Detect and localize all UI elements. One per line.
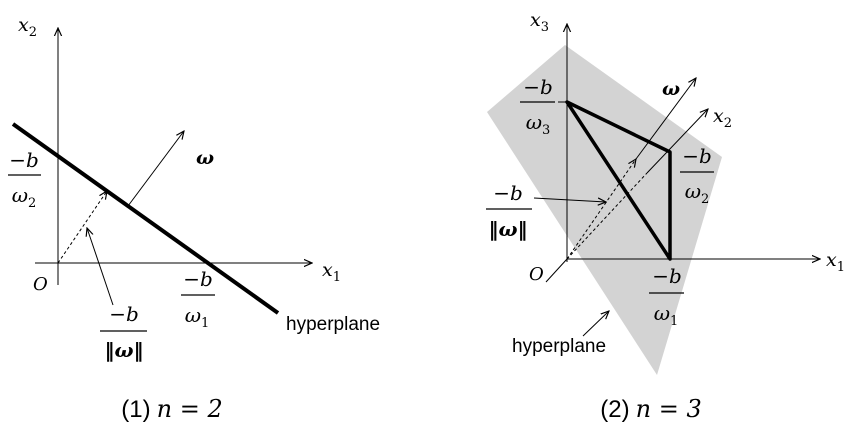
distance-fraction: −b ‖ω‖	[486, 181, 532, 241]
panel-2d: x2 x1 O ω −b ω2 −b ω1 −b ‖ω‖ hyperplane …	[8, 14, 380, 423]
x1-axis-label: x1	[826, 249, 845, 275]
distance-pointer	[87, 228, 114, 306]
origin-label: O	[33, 274, 48, 295]
hyperplane-line	[11, 122, 280, 315]
x2-axis-label: x2	[713, 105, 732, 131]
hyperplane-label: hyperplane	[512, 336, 606, 357]
x2-axis-label: x2	[18, 14, 37, 40]
distance-arrow	[57, 191, 107, 264]
intercept-triangle	[565, 100, 672, 261]
svg-text:ω2: ω2	[685, 179, 710, 207]
x2-intercept-fraction: −b ω2	[680, 144, 714, 207]
distance-pointer	[533, 198, 606, 202]
caption-n2: (1)n = 2	[121, 395, 222, 423]
x2-axis-tail	[545, 258, 568, 283]
svg-text:ω3: ω3	[526, 110, 551, 138]
x2-intercept-fraction: −b ω2	[8, 148, 41, 211]
svg-text:ω2: ω2	[12, 183, 37, 211]
svg-text:−b: −b	[523, 75, 553, 99]
x1-intercept-fraction: −b ω1	[649, 264, 684, 329]
normal-vector-arrow	[635, 78, 696, 160]
caption-n3: (2)n = 3	[600, 395, 701, 423]
distance-fraction: −b ‖ω‖	[100, 302, 147, 362]
distance-arrow	[566, 159, 636, 260]
origin-label: O	[529, 264, 544, 285]
svg-text:ω1: ω1	[654, 301, 679, 329]
svg-text:−b: −b	[682, 144, 712, 168]
x1-axis-label: x1	[322, 259, 341, 285]
svg-text:‖ω‖: ‖ω‖	[104, 338, 143, 362]
svg-text:‖ω‖: ‖ω‖	[488, 217, 527, 241]
x3-intercept-fraction: −b ω3	[520, 75, 555, 138]
svg-text:−b: −b	[9, 148, 39, 172]
hyperplane-label: hyperplane	[286, 314, 380, 335]
normal-vector-arrow	[127, 131, 184, 207]
svg-text:ω1: ω1	[185, 303, 210, 331]
normal-vector-label: ω	[196, 147, 214, 169]
x2-axis-solid	[646, 109, 708, 174]
svg-text:−b: −b	[109, 302, 139, 326]
svg-text:−b: −b	[183, 267, 213, 291]
hyperplane-pointer	[582, 311, 609, 337]
x3-axis-label: x3	[530, 9, 549, 35]
svg-text:−b: −b	[493, 181, 523, 205]
panel-3d: x3 x2 x1 O ω −b ω3 −b ω2 −b ω1 −b ‖ω‖ hy…	[486, 9, 845, 423]
x1-intercept-fraction: −b ω1	[181, 267, 215, 331]
normal-vector-label: ω	[662, 78, 680, 100]
svg-text:−b: −b	[652, 264, 682, 288]
